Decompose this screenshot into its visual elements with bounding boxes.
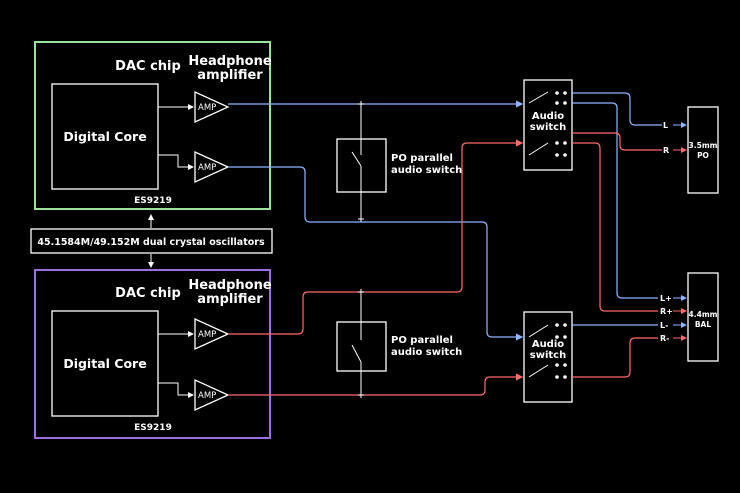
chip-bottom-hp-label-2: amplifier: [197, 292, 263, 307]
po-pin-r: R: [663, 146, 669, 155]
audio-switch-bottom-label-1: Audio: [532, 339, 564, 350]
chip-top-border: [34, 41, 271, 210]
amp-bottom-1: [194, 317, 230, 351]
chip-top-dac-label: DAC chip: [115, 59, 181, 74]
bal-pin-rplus: R+: [660, 307, 673, 316]
junction-marks: [358, 101, 364, 398]
chip-bottom-model: ES9219: [134, 423, 172, 433]
po-switch-bottom-label-2: audio switch: [391, 347, 462, 358]
audio-switch-bottom-label-2: switch: [530, 350, 566, 361]
oscillator-box: [30, 228, 273, 254]
dac-chip-bottom: DAC chip Headphone amplifier Digital Cor…: [34, 269, 272, 439]
digital-core-top-label: Digital Core: [63, 129, 146, 144]
right-channel-wires: [228, 132, 662, 396]
amp-top-2: [194, 150, 230, 184]
digital-core-bottom-label: Digital Core: [63, 356, 146, 371]
po-switch-top-label-2: audio switch: [391, 165, 462, 176]
oscillator-label: 45.1584M/49.152M dual crystal oscillator…: [37, 237, 265, 248]
po-switch-bottom-label-1: PO parallel: [391, 335, 453, 346]
po-switch-bottom: PO parallel audio switch: [336, 292, 462, 395]
audio-switch-top-label-1: Audio: [532, 111, 564, 122]
output-3-5mm-po: 3.5mm PO L R: [663, 106, 719, 194]
audio-switch-top-box: [523, 79, 573, 171]
chip-bottom-hp-label-1: Headphone: [188, 278, 272, 293]
po-jack-label-1: 3.5mm: [689, 141, 718, 150]
bal-jack-label-1: 4.4mm: [689, 310, 718, 319]
po-jack-label-2: PO: [697, 151, 709, 160]
amp-top-1: [194, 90, 230, 124]
bal-pin-lminus: L-: [660, 321, 668, 330]
amp-top-2-label: AMP: [198, 163, 216, 173]
audio-switch-top-label-2: switch: [530, 122, 566, 133]
po-jack-box: [687, 106, 719, 194]
po-switch-top: PO parallel audio switch: [336, 107, 462, 219]
amp-top-1-label: AMP: [198, 103, 216, 113]
digital-core-bottom: [51, 310, 159, 417]
chip-top-model: ES9219: [134, 196, 172, 206]
chip-top-hp-label-1: Headphone: [188, 54, 272, 69]
output-4-4mm-bal: 4.4mm BAL L+ R+ L- R-: [660, 272, 719, 362]
bal-pin-lplus: L+: [660, 294, 672, 303]
audio-switch-top: Audio switch: [523, 79, 573, 171]
amp-bottom-2-label: AMP: [198, 391, 216, 401]
po-switch-top-label-1: PO parallel: [391, 153, 453, 164]
audio-switch-bottom-box: [523, 311, 573, 403]
chip-top-hp-label-2: amplifier: [197, 68, 263, 83]
chip-bottom-border: [34, 269, 271, 439]
oscillator-block: 45.1584M/49.152M dual crystal oscillator…: [30, 214, 273, 268]
po-pin-l: L: [663, 121, 668, 130]
amp-bottom-1-label: AMP: [198, 330, 216, 340]
chip-bottom-dac-label: DAC chip: [115, 286, 181, 301]
left-channel-wires: [228, 92, 662, 341]
bal-jack-label-2: BAL: [695, 320, 712, 329]
bal-pin-rminus: R-: [660, 334, 669, 343]
dac-chip-top: DAC chip Headphone amplifier Digital Cor…: [34, 41, 272, 210]
amp-bottom-2: [194, 378, 230, 412]
bal-jack-box: [687, 272, 719, 362]
audio-switch-bottom: Audio switch: [523, 311, 573, 403]
digital-core-top: [51, 83, 159, 190]
